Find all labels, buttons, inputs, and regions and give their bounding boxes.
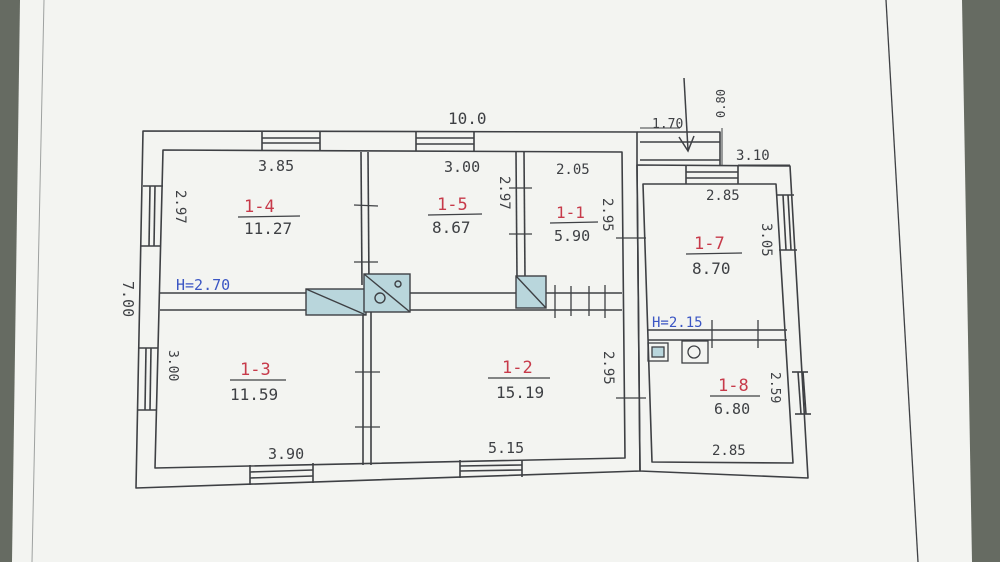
room-id: 1-3 bbox=[240, 360, 271, 380]
window-bottom-middle bbox=[459, 460, 523, 478]
window-top-left bbox=[261, 131, 321, 150]
window-annex-lower-right bbox=[792, 371, 811, 415]
dim-285b: 2.85 bbox=[712, 443, 746, 459]
wall-dimensions: 3.85 3.00 2.05 2.97 2.97 2.95 2.85 3.05 … bbox=[165, 89, 782, 463]
dim-259: 2.59 bbox=[767, 372, 782, 403]
main-inner-wall bbox=[154, 149, 626, 469]
dim-300b: 3.00 bbox=[165, 350, 180, 381]
wall-1-5-1-1 bbox=[515, 151, 518, 279]
window-left-upper bbox=[141, 185, 163, 247]
dim-297a: 2.97 bbox=[172, 190, 188, 224]
dim-080: 0.80 bbox=[714, 89, 728, 118]
dim-205: 2.05 bbox=[556, 162, 590, 178]
room-area: 8.70 bbox=[692, 259, 731, 278]
entry-arrow-icon bbox=[678, 77, 695, 153]
dim-300: 3.00 bbox=[444, 158, 480, 176]
room-area: 15.19 bbox=[496, 383, 544, 402]
stove-annex bbox=[647, 340, 709, 364]
room-id: 1-4 bbox=[244, 197, 275, 217]
room-1-2: 1-2 15.19 bbox=[488, 358, 550, 402]
overall-width-label: 7.00 bbox=[119, 281, 137, 317]
door-ticks bbox=[353, 187, 759, 428]
overall-length-label: 10.0 bbox=[448, 109, 487, 128]
window-bottom-left bbox=[249, 463, 314, 485]
wall-1-4-1-5b bbox=[367, 151, 370, 286]
dimension-lines bbox=[640, 127, 790, 166]
window-left-lower bbox=[137, 347, 158, 411]
stove-main bbox=[305, 273, 411, 316]
porch-outline bbox=[637, 131, 721, 165]
room-area: 6.80 bbox=[714, 400, 750, 418]
room-area: 11.27 bbox=[244, 219, 292, 238]
dim-295a: 2.95 bbox=[599, 198, 615, 232]
window-annex-right bbox=[776, 194, 797, 251]
room-1-4: 1-4 11.27 bbox=[237, 197, 301, 238]
room-1-3: 1-3 11.59 bbox=[230, 360, 286, 404]
height-annex-label: H=2.15 bbox=[652, 315, 703, 331]
dim-385: 3.85 bbox=[258, 157, 294, 175]
room-area: 11.59 bbox=[230, 385, 278, 404]
dim-390: 3.90 bbox=[268, 445, 304, 463]
room-area: 8.67 bbox=[432, 218, 471, 237]
window-annex-top bbox=[685, 166, 739, 184]
wall-1-5-1-1b bbox=[523, 151, 526, 279]
room-id: 1-7 bbox=[694, 234, 725, 254]
stove-1-1 bbox=[515, 275, 547, 309]
room-id: 1-1 bbox=[556, 203, 585, 222]
room-area: 5.90 bbox=[554, 227, 590, 245]
dim-285a: 2.85 bbox=[706, 188, 740, 204]
window-top-middle bbox=[415, 131, 475, 151]
room-id: 1-2 bbox=[502, 358, 533, 378]
dim-515: 5.15 bbox=[488, 439, 524, 457]
dim-170: 1.70 bbox=[652, 117, 683, 132]
room-id: 1-8 bbox=[718, 376, 749, 396]
paper-frame-line bbox=[885, 0, 919, 562]
dim-297b: 2.97 bbox=[496, 176, 512, 210]
dim-305: 3.05 bbox=[758, 223, 774, 257]
paper-frame-line-left bbox=[31, 0, 45, 562]
paper-sheet bbox=[12, 0, 972, 562]
room-1-1: 1-1 5.90 bbox=[549, 203, 599, 245]
dim-295b: 2.95 bbox=[600, 351, 616, 385]
height-main-label: H=2.70 bbox=[176, 276, 230, 294]
room-id: 1-5 bbox=[437, 195, 468, 215]
wall-1-4-1-5 bbox=[360, 151, 363, 286]
annex-outer-wall bbox=[636, 164, 809, 479]
room-1-5: 1-5 8.67 bbox=[427, 195, 483, 237]
annex-inner-wall bbox=[642, 183, 794, 464]
dim-310: 3.10 bbox=[736, 148, 770, 164]
room-1-8: 1-8 6.80 bbox=[710, 376, 760, 418]
room-1-7: 1-7 8.70 bbox=[685, 234, 743, 278]
